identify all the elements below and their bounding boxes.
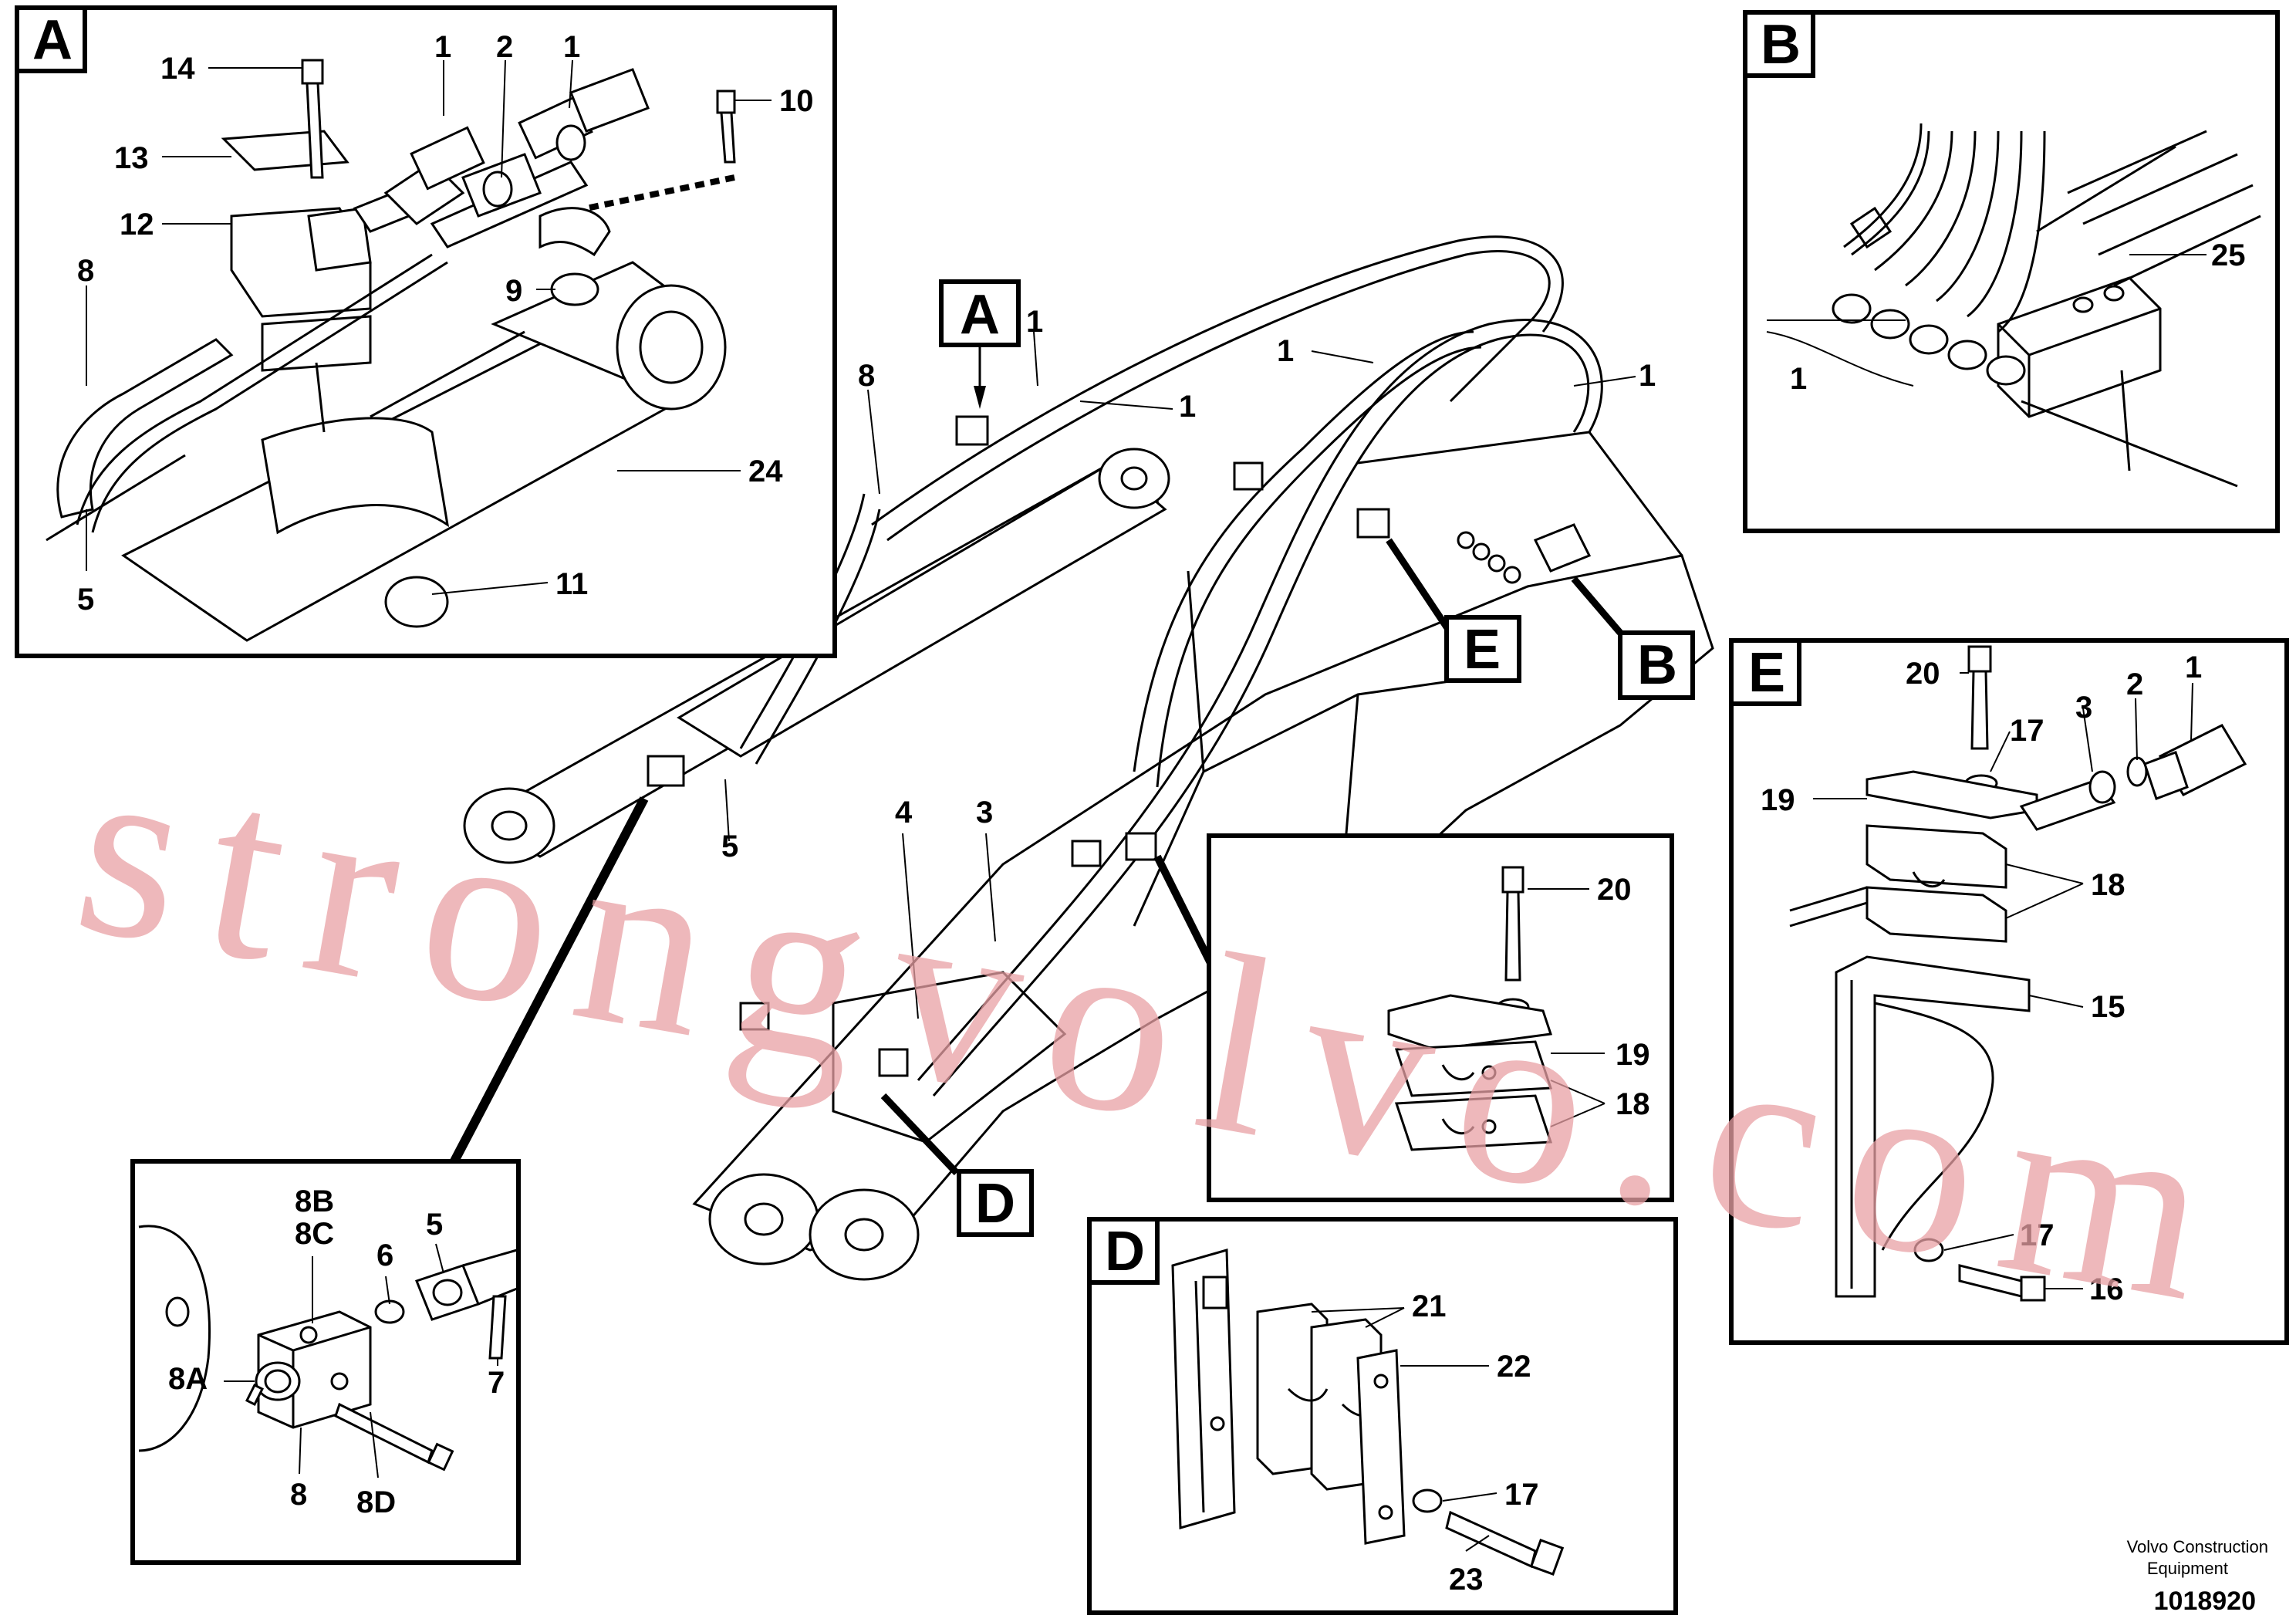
- brand-line-2: Equipment: [2147, 1559, 2228, 1578]
- part-label: 8: [290, 1478, 307, 1512]
- svg-text:D: D: [1105, 1221, 1145, 1282]
- part-label: 3: [2075, 691, 2092, 725]
- brand-line-1: Volvo Construction: [2127, 1537, 2268, 1556]
- detail-d: D: [1087, 1217, 1678, 1615]
- part-label: 10: [779, 84, 814, 118]
- part-label: 23: [1449, 1563, 1484, 1597]
- part-label: 9: [505, 274, 522, 308]
- svg-text:E: E: [1464, 619, 1501, 681]
- detail-a-leaders: [86, 59, 772, 595]
- part-label: 18: [1616, 1087, 1650, 1121]
- svg-text:A: A: [960, 284, 1000, 346]
- detail-valve-block-leaders: [224, 1243, 498, 1478]
- svg-text:D: D: [975, 1173, 1015, 1235]
- detail-d-leaders: [1311, 1307, 1497, 1552]
- part-label: 8D: [356, 1485, 396, 1519]
- callout-box-d: D: [957, 1169, 1034, 1237]
- svg-text:B: B: [1761, 14, 1801, 76]
- part-label: 18: [2091, 868, 2125, 902]
- part-label: 1: [1179, 390, 1196, 424]
- detail-b: B: [1743, 10, 2280, 533]
- part-label: 14: [160, 52, 195, 86]
- part-label: 5: [721, 830, 738, 863]
- callout-box-a: A: [939, 279, 1021, 347]
- part-label: 1: [1790, 362, 1807, 396]
- part-label: 1: [2185, 650, 2202, 684]
- main-assembly-drawing: [427, 235, 1714, 1281]
- part-label: 1: [563, 30, 580, 64]
- detail-clamp-stack: [1207, 833, 1674, 1202]
- part-label: 20: [1597, 873, 1632, 907]
- part-label: 16: [2089, 1272, 2124, 1306]
- part-label: 1: [1026, 305, 1043, 339]
- part-label: 20: [1906, 657, 1940, 691]
- detail-a: A: [15, 5, 837, 658]
- part-label: 15: [2091, 990, 2125, 1024]
- part-label: 21: [1412, 1289, 1447, 1323]
- detail-valve-block: [130, 1159, 521, 1565]
- part-label: 7: [488, 1366, 505, 1400]
- part-label: 1: [1639, 359, 1656, 393]
- part-label: 19: [1616, 1038, 1650, 1072]
- detail-b-leaders: [1766, 254, 2207, 387]
- drawing-number: 1018920: [2154, 1587, 2256, 1616]
- part-label: 8B: [295, 1184, 334, 1218]
- part-label: 6: [376, 1238, 393, 1272]
- part-label: 19: [1761, 783, 1795, 817]
- part-label: 17: [2020, 1218, 2055, 1252]
- svg-text:B: B: [1637, 634, 1677, 696]
- svg-text:E: E: [1748, 642, 1785, 704]
- part-label: 24: [748, 454, 783, 488]
- part-label: 1: [434, 30, 451, 64]
- callout-box-e: E: [1444, 615, 1521, 683]
- part-label: 4: [895, 796, 913, 830]
- part-label: 8C: [295, 1217, 334, 1251]
- part-label: 8A: [168, 1362, 208, 1396]
- part-label: 2: [2126, 667, 2143, 701]
- part-label: 12: [120, 208, 154, 242]
- main-leader-lines: [724, 331, 1636, 1019]
- part-label: 5: [426, 1208, 443, 1242]
- part-label: 1: [1277, 334, 1294, 368]
- callout-box-b: B: [1618, 630, 1695, 700]
- part-label: 25: [2211, 238, 2246, 272]
- detail-e: E: [1729, 638, 2289, 1345]
- detail-clamp-stack-leaders: [1528, 888, 1606, 1127]
- part-label: 3: [976, 796, 993, 830]
- part-label: 2: [496, 30, 513, 64]
- detail-e-leaders: [1813, 672, 2193, 1289]
- part-label: 5: [77, 583, 94, 617]
- part-label: 11: [555, 567, 588, 601]
- svg-text:A: A: [32, 9, 73, 71]
- part-label: 13: [114, 141, 149, 175]
- part-label: 8: [77, 254, 94, 288]
- part-label: 22: [1497, 1350, 1531, 1384]
- part-label: 8: [858, 359, 875, 393]
- part-label: 17: [1504, 1478, 1539, 1512]
- part-label: 17: [2010, 714, 2044, 748]
